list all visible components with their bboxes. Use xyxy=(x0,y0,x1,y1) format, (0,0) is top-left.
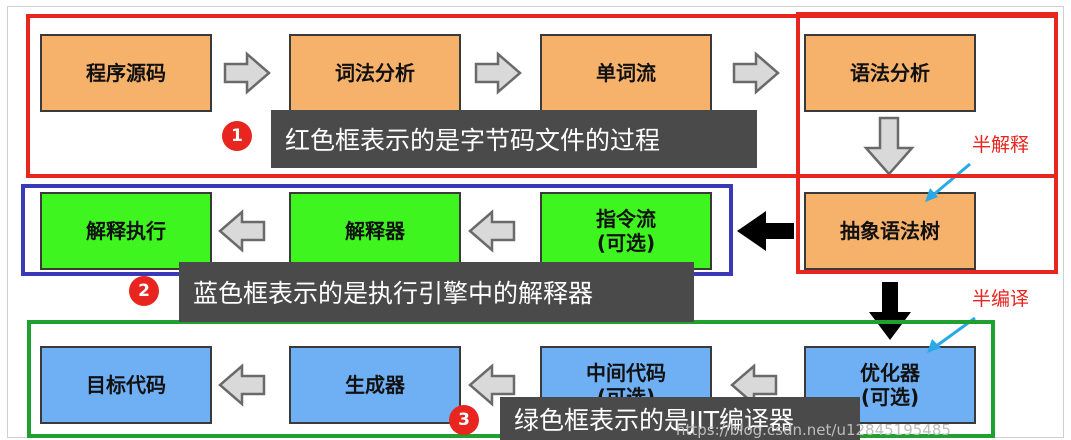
arrow-down-icon xyxy=(863,116,915,176)
node-interpreter: 解释器 xyxy=(289,192,461,270)
arrow-left-black-icon xyxy=(737,211,794,251)
arrow-down-black-icon xyxy=(869,282,911,340)
node-generator: 生成器 xyxy=(289,346,461,424)
callout-red: 红色框表示的是字节码文件的过程 xyxy=(271,110,757,168)
node-token-stream: 单词流 xyxy=(540,34,712,112)
callout-blue: 蓝色框表示的是执行引擎中的解释器 xyxy=(179,262,694,322)
node-ast: 抽象语法树 xyxy=(804,192,976,270)
node-interpret-execute: 解释执行 xyxy=(40,192,212,270)
callout-green: 绿色框表示的是JIT编译器 xyxy=(500,397,860,440)
node-source-code: 程序源码 xyxy=(40,34,212,112)
red-frame-ast xyxy=(796,12,1058,274)
node-target-code: 目标代码 xyxy=(40,346,212,424)
node-syntax-analysis: 语法分析 xyxy=(804,34,976,112)
label-half-compile: 半编译 xyxy=(972,288,1030,310)
node-instruction-stream: 指令流 (可选) xyxy=(540,192,712,270)
label-half-interpret: 半解释 xyxy=(972,134,1030,156)
badge-3: 3 xyxy=(449,405,479,435)
badge-2: 2 xyxy=(129,276,159,306)
watermark: https://blog.csdn.net/u12845195485 xyxy=(676,421,951,439)
pointer-arrow-icon xyxy=(925,162,971,202)
badge-1: 1 xyxy=(222,121,252,151)
